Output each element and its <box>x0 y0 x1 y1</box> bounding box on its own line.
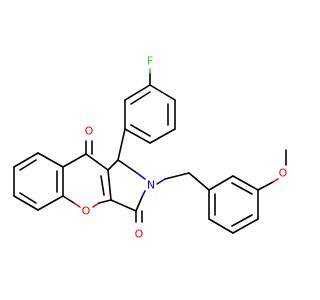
aryl-oxygen-bond <box>257 181 274 191</box>
ethyl-linker <box>156 172 210 191</box>
nitrogen-atom-label: N <box>147 179 155 192</box>
benzo-ring <box>13 152 64 211</box>
methoxyphenyl-ring <box>208 175 259 234</box>
chromone-oxygen-atom-label: O <box>85 125 94 138</box>
lactam-oxygen-atom-label: O <box>135 228 144 241</box>
pyrrolidinone-ring <box>107 159 146 212</box>
aryl-ch-bond <box>117 128 126 161</box>
molecule-structure-diagram: F O O O N O <box>13 55 288 241</box>
fluorophenyl-ring <box>124 84 176 144</box>
methoxy-oxygen-bond <box>272 178 279 183</box>
fluorine-atom-label: F <box>147 55 153 68</box>
atom-labels: F O O O N O <box>82 55 288 241</box>
chromone-core <box>62 153 112 208</box>
methoxy-oxygen-atom-label: O <box>279 167 288 180</box>
ring-oxygen-atom-label: O <box>82 205 91 218</box>
